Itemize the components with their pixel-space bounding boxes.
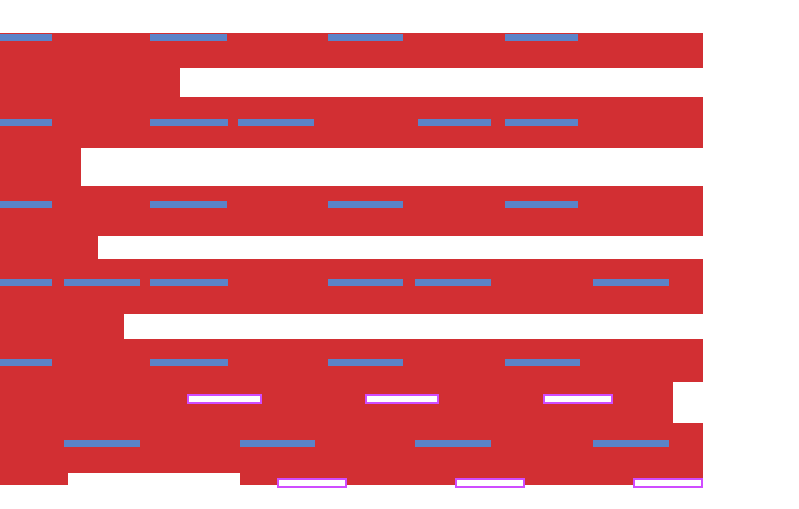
run-5-4 bbox=[505, 359, 580, 366]
bottom-gap bbox=[68, 473, 240, 509]
run-6-4 bbox=[593, 440, 669, 447]
link-1-3[interactable] bbox=[543, 394, 613, 404]
link-2-2[interactable] bbox=[455, 478, 525, 488]
line-gap-3 bbox=[98, 236, 799, 259]
run-1-4 bbox=[505, 34, 578, 41]
link-2-1[interactable] bbox=[277, 478, 347, 488]
run-4-1 bbox=[0, 279, 52, 286]
text-mass-main bbox=[0, 33, 703, 485]
run-1-3 bbox=[328, 34, 403, 41]
run-6-2 bbox=[240, 440, 315, 447]
link-1-1[interactable] bbox=[187, 394, 262, 404]
run-5-1 bbox=[0, 359, 52, 366]
run-4-4 bbox=[328, 279, 403, 286]
line-gap-2 bbox=[81, 148, 799, 186]
right-notch bbox=[673, 382, 799, 423]
run-5-3 bbox=[328, 359, 403, 366]
run-6-3 bbox=[415, 440, 491, 447]
run-3-3 bbox=[328, 201, 403, 208]
line-gap-1 bbox=[180, 68, 799, 97]
link-1-2[interactable] bbox=[365, 394, 439, 404]
run-2-2 bbox=[150, 119, 228, 126]
run-3-4 bbox=[505, 201, 578, 208]
run-6-1 bbox=[64, 440, 140, 447]
run-3-1 bbox=[0, 201, 52, 208]
run-1-1 bbox=[0, 34, 52, 41]
run-4-2 bbox=[64, 279, 140, 286]
run-4-3 bbox=[150, 279, 228, 286]
run-3-2 bbox=[150, 201, 227, 208]
run-2-1 bbox=[0, 119, 52, 126]
run-2-3 bbox=[238, 119, 314, 126]
run-4-5 bbox=[415, 279, 491, 286]
line-gap-4 bbox=[124, 314, 799, 339]
run-1-2 bbox=[150, 34, 227, 41]
run-5-2 bbox=[150, 359, 228, 366]
link-2-3[interactable] bbox=[633, 478, 703, 488]
run-2-4 bbox=[418, 119, 491, 126]
run-2-5 bbox=[505, 119, 578, 126]
run-4-6 bbox=[593, 279, 669, 286]
